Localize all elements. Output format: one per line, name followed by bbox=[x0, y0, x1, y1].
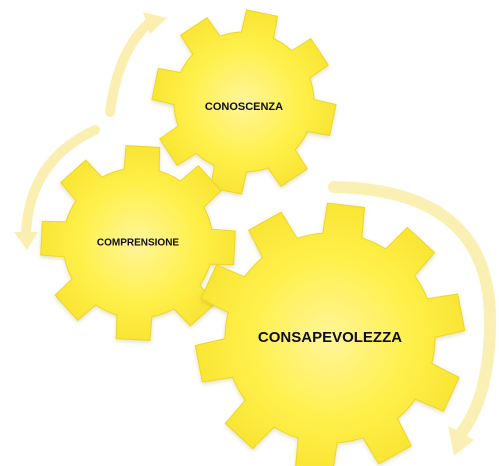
arrows-group bbox=[14, 12, 497, 456]
gear-comprensione: COMPRENSIONE bbox=[40, 145, 236, 341]
gear-conoscenza: CONOSCENZA bbox=[151, 9, 337, 195]
gear-icon bbox=[151, 9, 337, 195]
arrow-head-right bbox=[448, 426, 474, 456]
arrow-head-top bbox=[143, 12, 167, 34]
gear-consapevolezza: CONSAPEVOLEZZA bbox=[194, 202, 466, 466]
gear-icon bbox=[40, 145, 236, 341]
gear-label-comprensione: COMPRENSIONE bbox=[97, 238, 180, 249]
curved-arrow-right bbox=[328, 181, 497, 438]
gear-label-conoscenza: CONOSCENZA bbox=[205, 101, 283, 113]
curved-arrow-top bbox=[105, 17, 155, 117]
gear-icon bbox=[194, 202, 466, 466]
curved-arrow-left bbox=[21, 125, 100, 237]
arrow-head-left bbox=[14, 232, 38, 250]
gear-label-consapevolezza: CONSAPEVOLEZZA bbox=[258, 329, 402, 346]
